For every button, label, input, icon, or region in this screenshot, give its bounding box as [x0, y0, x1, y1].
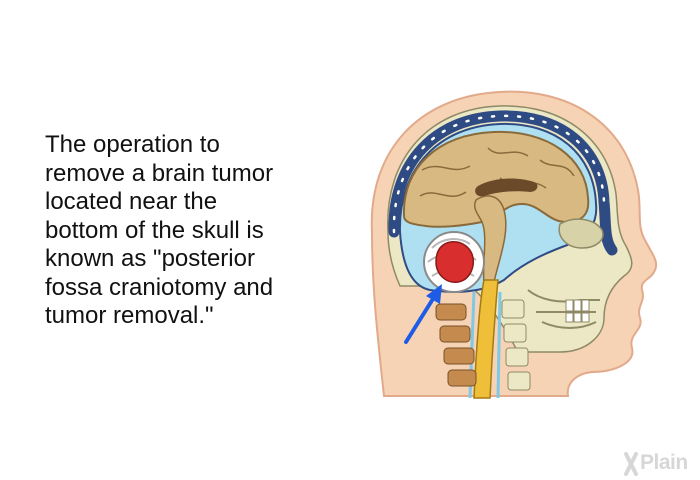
brain-folds: [419, 147, 575, 198]
skull-ring: [388, 110, 618, 256]
caption-text: The operation to remove a brain tumor lo…: [45, 131, 345, 331]
skull-ring-dots: [392, 114, 606, 234]
caption-line: tumor removal.": [45, 302, 214, 329]
caption-line: fossa craniotomy and: [45, 273, 274, 301]
corpus-callosum: [475, 178, 538, 197]
caption-line: remove a brain tumor: [45, 159, 274, 187]
caption-line: known as "posterior: [45, 245, 255, 272]
teeth: [565, 299, 590, 323]
spinal-cord: [473, 279, 499, 399]
eye-socket: [558, 218, 604, 249]
vertebrae: [435, 303, 477, 387]
caption-line: bottom of the skull is: [45, 216, 264, 244]
caption-line: The operation to: [45, 131, 220, 158]
tumor: [435, 241, 474, 283]
logo-text: Plain: [640, 451, 688, 474]
caption-line: located near the: [45, 188, 218, 215]
xplain-logo-icon: [624, 452, 638, 476]
arrow-icon: [404, 284, 442, 344]
vertebral-bodies: [501, 299, 531, 391]
